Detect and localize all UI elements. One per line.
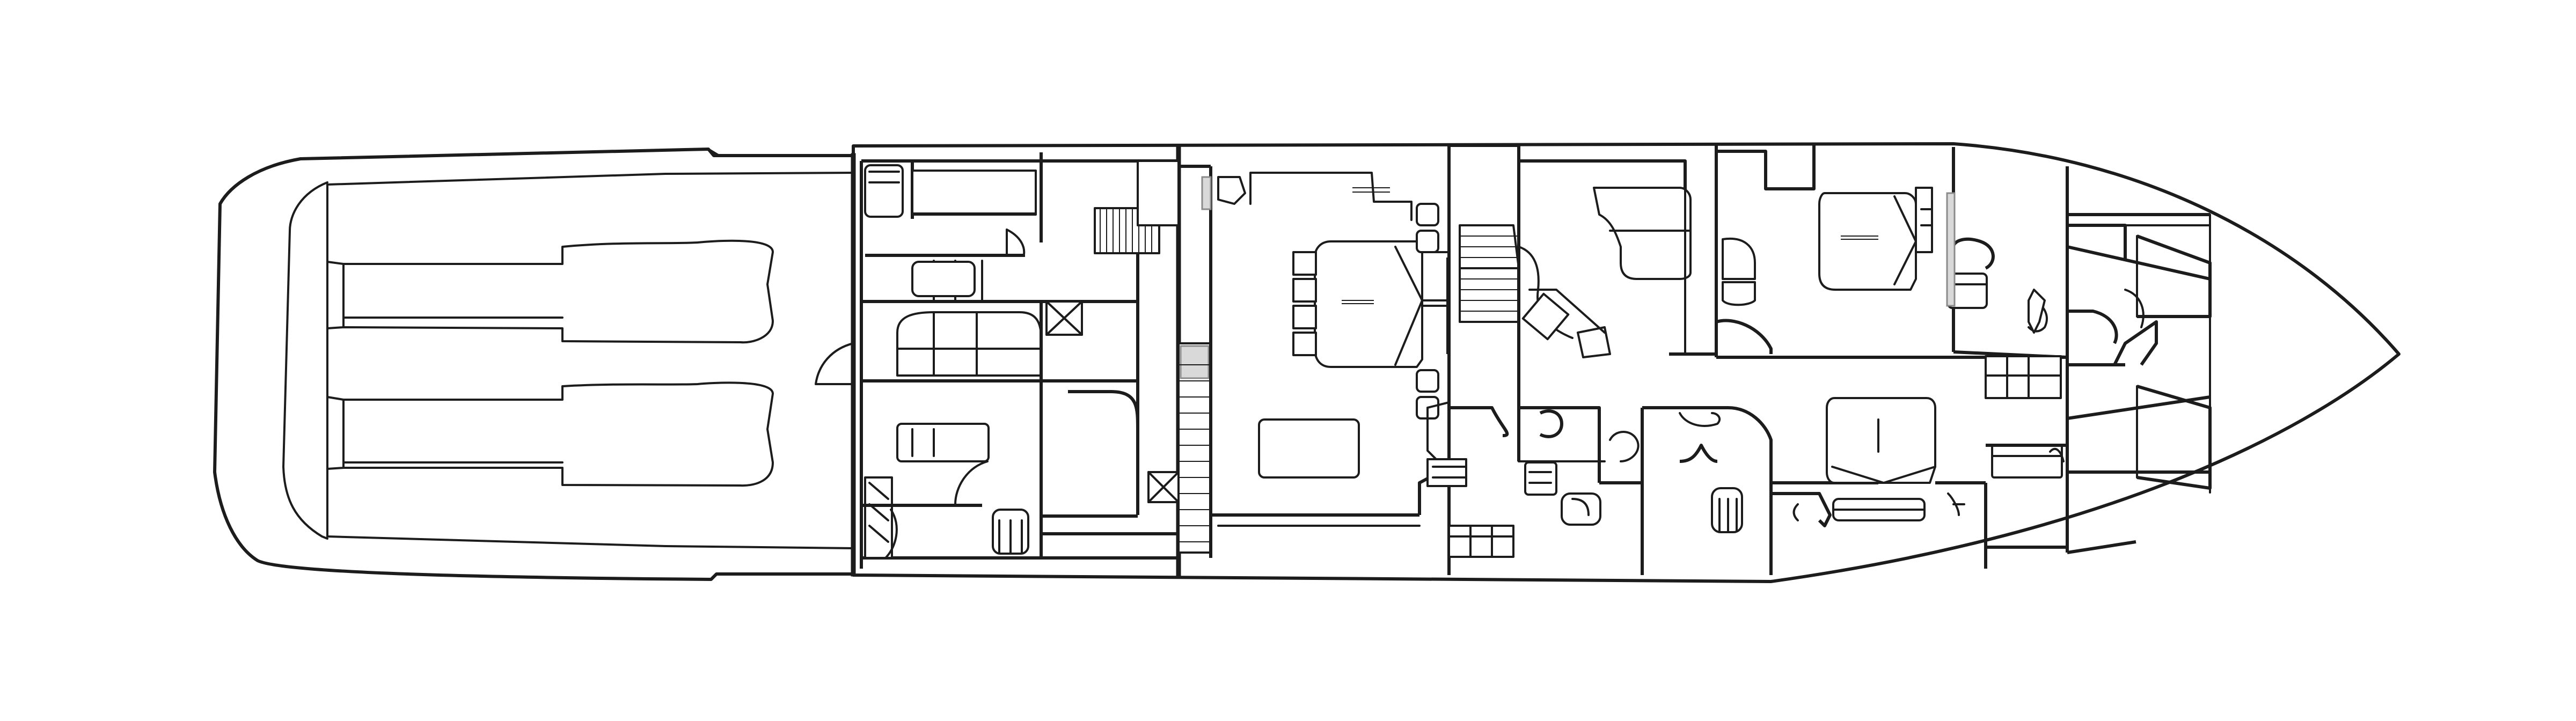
central-stairwell bbox=[1177, 165, 1212, 558]
salon-dining bbox=[1211, 172, 1450, 527]
midship-stairs-galley bbox=[1426, 145, 1687, 575]
owner-lounge bbox=[1593, 160, 1773, 356]
aft-deck-sunpads bbox=[326, 239, 854, 487]
forward-stateroom bbox=[1715, 144, 2068, 399]
aft-cabins bbox=[861, 152, 1180, 560]
lower-guest-cabins bbox=[1642, 397, 2067, 575]
forepeak bbox=[2067, 213, 2212, 554]
hull-outline bbox=[213, 142, 2401, 583]
